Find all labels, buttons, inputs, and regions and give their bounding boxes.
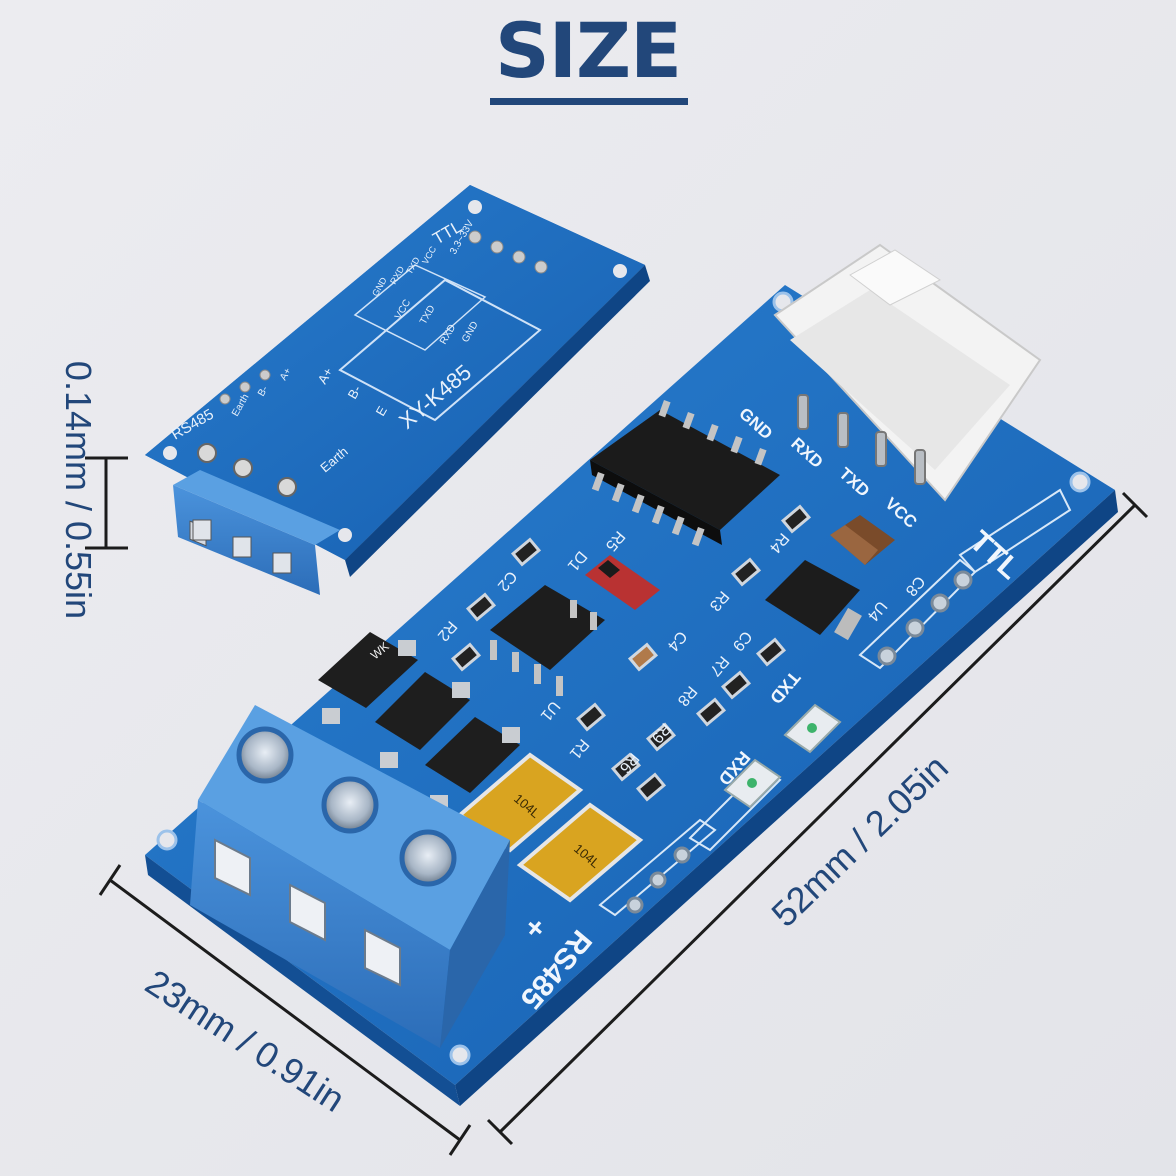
transceiver-ic: [490, 585, 605, 696]
small-board-label-b: B-: [345, 383, 364, 402]
small-board-pin-b: B-: [256, 384, 271, 398]
terminal-slots: [214, 838, 401, 987]
large-board: TTL RS485 + GND RXD TXD VCC TXD RXD R5 D…: [145, 243, 1118, 1106]
terminal-screws: [236, 726, 457, 887]
small-board-label-a: A+: [315, 365, 336, 387]
large-ttl-header: [877, 570, 973, 666]
thickness-bracket: [85, 456, 128, 550]
main-ic: [590, 399, 780, 547]
regulator-u4: [765, 560, 862, 641]
small-terminal-block: [173, 470, 340, 595]
length-dimension-line: [486, 491, 1149, 1146]
terminal-block: [190, 705, 510, 1048]
diode-d1: [585, 555, 660, 610]
small-board: TTL XY-K485 RS485 3.3~33V GND RXD TXD VC…: [145, 185, 650, 595]
tantalum-capacitor: [830, 515, 895, 565]
thickness-dimension-label: 0.14mm / 0.55in: [58, 360, 99, 620]
title-underline: [490, 98, 688, 105]
width-dimension-line: [98, 864, 472, 1156]
status-leds: [723, 703, 842, 809]
small-board-pin-a: A+: [278, 366, 294, 382]
jst-connector: [773, 243, 1042, 502]
page-title: SIZE: [494, 6, 682, 95]
tvs-diodes: [318, 632, 520, 811]
